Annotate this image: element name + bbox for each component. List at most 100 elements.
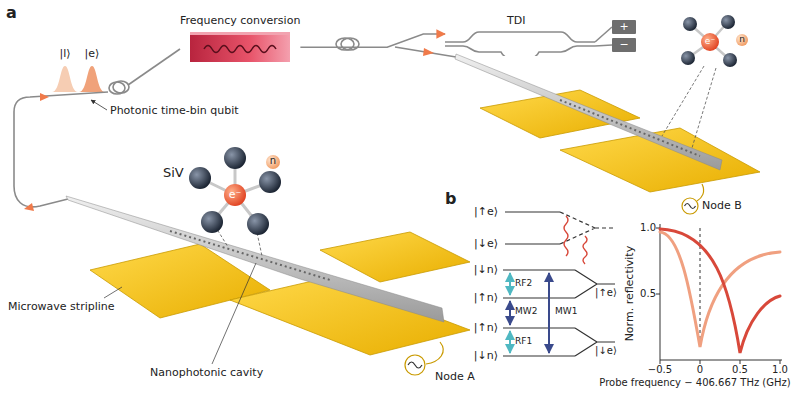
particle-label: n — [270, 155, 276, 167]
optical-fiber — [595, 27, 612, 42]
level-label: |↓e⟩ — [595, 345, 617, 357]
coax-symbol — [408, 362, 422, 368]
coax-symbol — [405, 355, 425, 375]
transition-arrow — [509, 301, 511, 325]
transition-arrow — [548, 273, 550, 353]
energy-level — [505, 243, 560, 244]
level-label: |↑n⟩ — [474, 291, 498, 304]
reflectivity-curve — [660, 229, 780, 353]
energy-level — [505, 211, 560, 212]
wave-symbol — [204, 46, 276, 53]
optical-transition — [564, 216, 587, 264]
level-label: |↑e⟩ — [595, 287, 617, 299]
transition-label: MW1 — [555, 306, 577, 317]
defect-label: SiV — [163, 165, 184, 181]
particle-label: e⁻ — [705, 36, 715, 47]
microwave-stripline — [90, 232, 470, 355]
optical-transition — [583, 236, 587, 264]
axis-title: Probe frequency − 406.667 THz (GHz) — [599, 377, 790, 389]
microwave-stripline — [480, 90, 760, 192]
chart-axes — [660, 224, 782, 360]
reflectivity-curve — [660, 232, 780, 347]
siv-center — [692, 68, 716, 148]
siv-center — [683, 17, 697, 31]
node-label: Frequency conversion — [180, 14, 300, 27]
optical-fiber — [595, 45, 612, 46]
siv-center — [189, 167, 211, 189]
particle-label: n — [739, 34, 745, 45]
siv-center — [189, 147, 281, 256]
level-label: |↑n⟩ — [474, 321, 498, 334]
detector — [612, 20, 636, 34]
axis-tick: 0.5 — [640, 288, 656, 300]
axis-tick: 0 — [697, 364, 703, 376]
level-label: |↑e⟩ — [474, 205, 498, 218]
coax-symbol — [697, 184, 704, 201]
nanophotonic-cavity — [455, 54, 722, 170]
component-label: Nanophotonic cavity — [150, 366, 263, 379]
nanophotonic-cavity — [170, 231, 330, 280]
axis-title: Norm. reflectivity — [623, 246, 636, 342]
particle-label: e⁻ — [229, 188, 242, 201]
chart-axes — [656, 224, 782, 364]
level-label: |↓e⟩ — [474, 237, 498, 250]
transition-arrow — [509, 273, 511, 295]
energy-level — [503, 355, 575, 356]
leader-line — [104, 287, 122, 298]
siv-center — [662, 66, 704, 136]
axis-tick: 1.0 — [640, 222, 656, 234]
chart-axes — [656, 228, 780, 364]
siv-center — [224, 184, 246, 206]
energy-level — [503, 269, 575, 270]
siv-center — [736, 34, 748, 46]
optical-fiber — [113, 81, 129, 93]
leader-line — [104, 263, 256, 364]
siv-center — [201, 211, 223, 233]
transition-arrow — [510, 273, 549, 353]
tdi-interferometer: TDI — [445, 12, 595, 56]
optical-fiber — [341, 38, 359, 50]
detector — [612, 20, 636, 52]
flow-arrow — [24, 203, 34, 211]
nanophotonic-cavity — [66, 196, 444, 322]
siv-center — [662, 15, 748, 148]
axis-tick: 1.0 — [772, 364, 788, 376]
level-label: |↓n⟩ — [474, 263, 498, 276]
node-label: TDI — [507, 14, 525, 27]
leader-arrow — [91, 100, 107, 110]
microwave-stripline — [320, 232, 470, 282]
energy-level — [503, 212, 615, 356]
node-label: Node B — [702, 199, 742, 212]
siv-center — [247, 213, 269, 235]
time-bin-pulse — [52, 66, 78, 92]
detector — [612, 38, 636, 52]
axis-tick: −0.5 — [648, 364, 672, 376]
detector-sign: + — [619, 20, 628, 33]
state-label: |l⟩ — [59, 47, 70, 60]
interferometer-arm — [445, 32, 595, 42]
panel-label: b — [445, 189, 456, 208]
optical-fiber — [395, 47, 456, 57]
nanophotonic-cavity — [66, 196, 444, 322]
transition-label: RF1 — [515, 336, 532, 347]
siv-center — [721, 15, 735, 29]
transition-label: RF2 — [515, 278, 532, 289]
transition-arrow — [509, 331, 511, 353]
time-bin-pulse — [52, 66, 105, 92]
coax-symbol — [685, 204, 696, 209]
siv-center — [723, 53, 737, 67]
frequency-conversion-crystal: Frequency conversion — [180, 14, 300, 62]
energy-level — [503, 327, 575, 328]
level-label: |↓n⟩ — [474, 349, 498, 362]
optical-fiber — [14, 92, 108, 207]
flow-arrow — [423, 48, 434, 56]
optical-transition — [564, 216, 568, 256]
component-label: Photonic time-bin qubit — [110, 104, 239, 117]
nonlinear-crystal — [190, 32, 290, 62]
flow-arrow — [40, 93, 49, 101]
interferometer-arm — [445, 46, 595, 56]
siv-center — [701, 33, 719, 51]
